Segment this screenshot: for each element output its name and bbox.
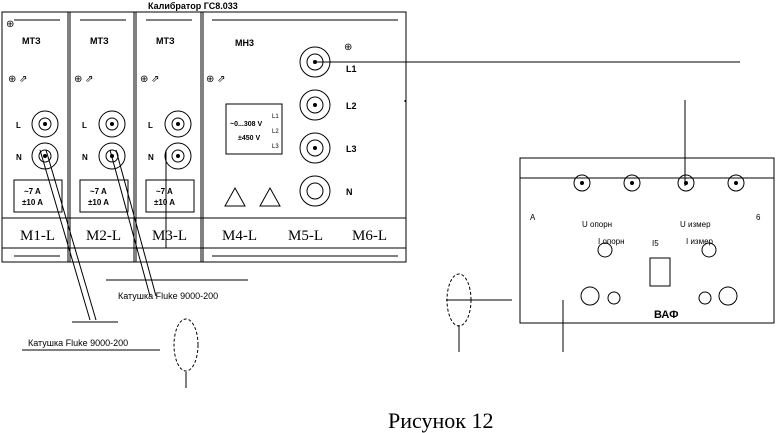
range-box-3 [145,179,195,213]
voltage-range-box [225,103,283,155]
slot-label-3: M3-L [152,228,187,244]
coil-right [446,273,472,327]
screw-icon: ⊕ [6,19,14,30]
figure-caption: Рисунок 12 [388,408,493,433]
terminal-label-l1: L1 [346,64,357,74]
device-name: ВАФ [654,309,678,321]
slot-label-4: M4-L [222,228,257,244]
terminal-n-2[interactable] [98,142,126,170]
voltage-range-a: ~0...308 V [230,121,262,128]
u-ref-terminal-1[interactable] [573,174,591,192]
term-l-label-1: L [16,121,21,130]
term-l-label-2: L [82,121,87,130]
range-a-3: ~7 A [156,187,173,196]
slot-label-5: M5-L [288,228,323,244]
coil-label-top: Катушка Fluke 9000-200 [118,291,218,301]
center-socket [649,257,671,287]
i-ref-connector-right[interactable] [607,291,621,305]
device-frame [519,157,775,324]
voltage-module: МН3 ~0...308 V ±450 V L1 L2 L3 L1 L2 L3 … [206,38,387,244]
i-ref-connector-left[interactable] [580,286,600,306]
module-label-1: МТЗ [22,36,41,46]
screw-icon-right: ⊕ [344,42,352,53]
current-module-1: МТЗ L N ~7 A ±10 A M1-L ⊕ ⇗ ⊕ [6,19,63,244]
range-b-3: ±10 A [154,198,175,207]
i-meas-connector-left[interactable] [698,291,712,305]
lock-icon-4: ⊕ ⇗ [206,74,226,85]
u-ref-label: U опорн [582,220,612,229]
lock-icon-1: ⊕ ⇗ [8,74,28,85]
calibrator-title: Калибратор ГС8.033 [148,1,238,11]
range-box-1 [13,179,63,213]
i-meas-connector-right[interactable] [718,286,738,306]
coil-left [173,318,199,372]
u-meas-terminal-2[interactable] [727,174,745,192]
voltage-range-b: ±450 V [238,135,260,142]
warning-icon [224,186,246,207]
i-meas-label: I измер [686,237,714,246]
term-n-label-1: N [16,153,22,162]
terminal-label-l2: L2 [346,101,357,111]
high-voltage-icon [259,186,281,207]
terminal-l-3[interactable] [164,110,192,138]
range-a-1: ~7 A [24,187,41,196]
terminal-label-l3: L3 [346,144,357,154]
u-meas-label: U измер [680,220,711,229]
voltage-module-label: МН3 [235,38,254,48]
module-label-3: МТЗ [156,36,175,46]
terminal-label-n: N [346,187,353,197]
terminal-l-1[interactable] [31,110,59,138]
lock-icon-3: ⊕ ⇗ [140,74,160,85]
range-b-2: ±10 A [88,198,109,207]
terminal-n-1[interactable] [31,142,59,170]
current-module-3: МТЗ L N ~7 A ±10 A M3-L ⊕ ⇗ [140,36,195,244]
side-label-l1: L1 [272,114,279,120]
range-b-1: ±10 A [22,198,43,207]
u-ref-terminal-2[interactable] [623,174,641,192]
i-meas-terminal[interactable] [701,242,717,258]
term-n-label-3: N [148,153,154,162]
side-label-l3: L3 [272,144,279,150]
term-l-label-3: L [148,121,153,130]
terminal-n-3[interactable] [164,142,192,170]
i-ref-terminal[interactable] [597,242,613,258]
terminal-l-2[interactable] [98,110,126,138]
module-label-2: МТЗ [90,36,109,46]
device-panel: U опорн U измер I опорн I измер I5 A 6 В… [519,157,775,324]
terminal-l2[interactable] [299,89,331,121]
range-a-2: ~7 A [90,187,107,196]
lock-icon-2: ⊕ ⇗ [74,74,94,85]
i-ref-label: I опорн [598,237,625,246]
center-label: I5 [652,239,659,248]
terminal-l3[interactable] [299,132,331,164]
range-box-2 [79,179,129,213]
marker-right: 6 [756,213,761,222]
terminal-n[interactable] [299,175,331,207]
side-label-l2: L2 [272,129,279,135]
slot-label-2: M2-L [86,228,121,244]
marker-left: A [530,213,536,222]
slot-label-6: M6-L [352,228,387,244]
current-module-2: МТЗ L N ~7 A ±10 A M2-L ⊕ ⇗ [74,36,129,244]
coil-label-bottom: Катушка Fluke 9000-200 [28,338,128,348]
term-n-label-2: N [82,153,88,162]
slot-label-1: M1-L [20,228,55,244]
calibrator-frame [1,11,407,263]
u-meas-terminal-1[interactable] [677,174,695,192]
